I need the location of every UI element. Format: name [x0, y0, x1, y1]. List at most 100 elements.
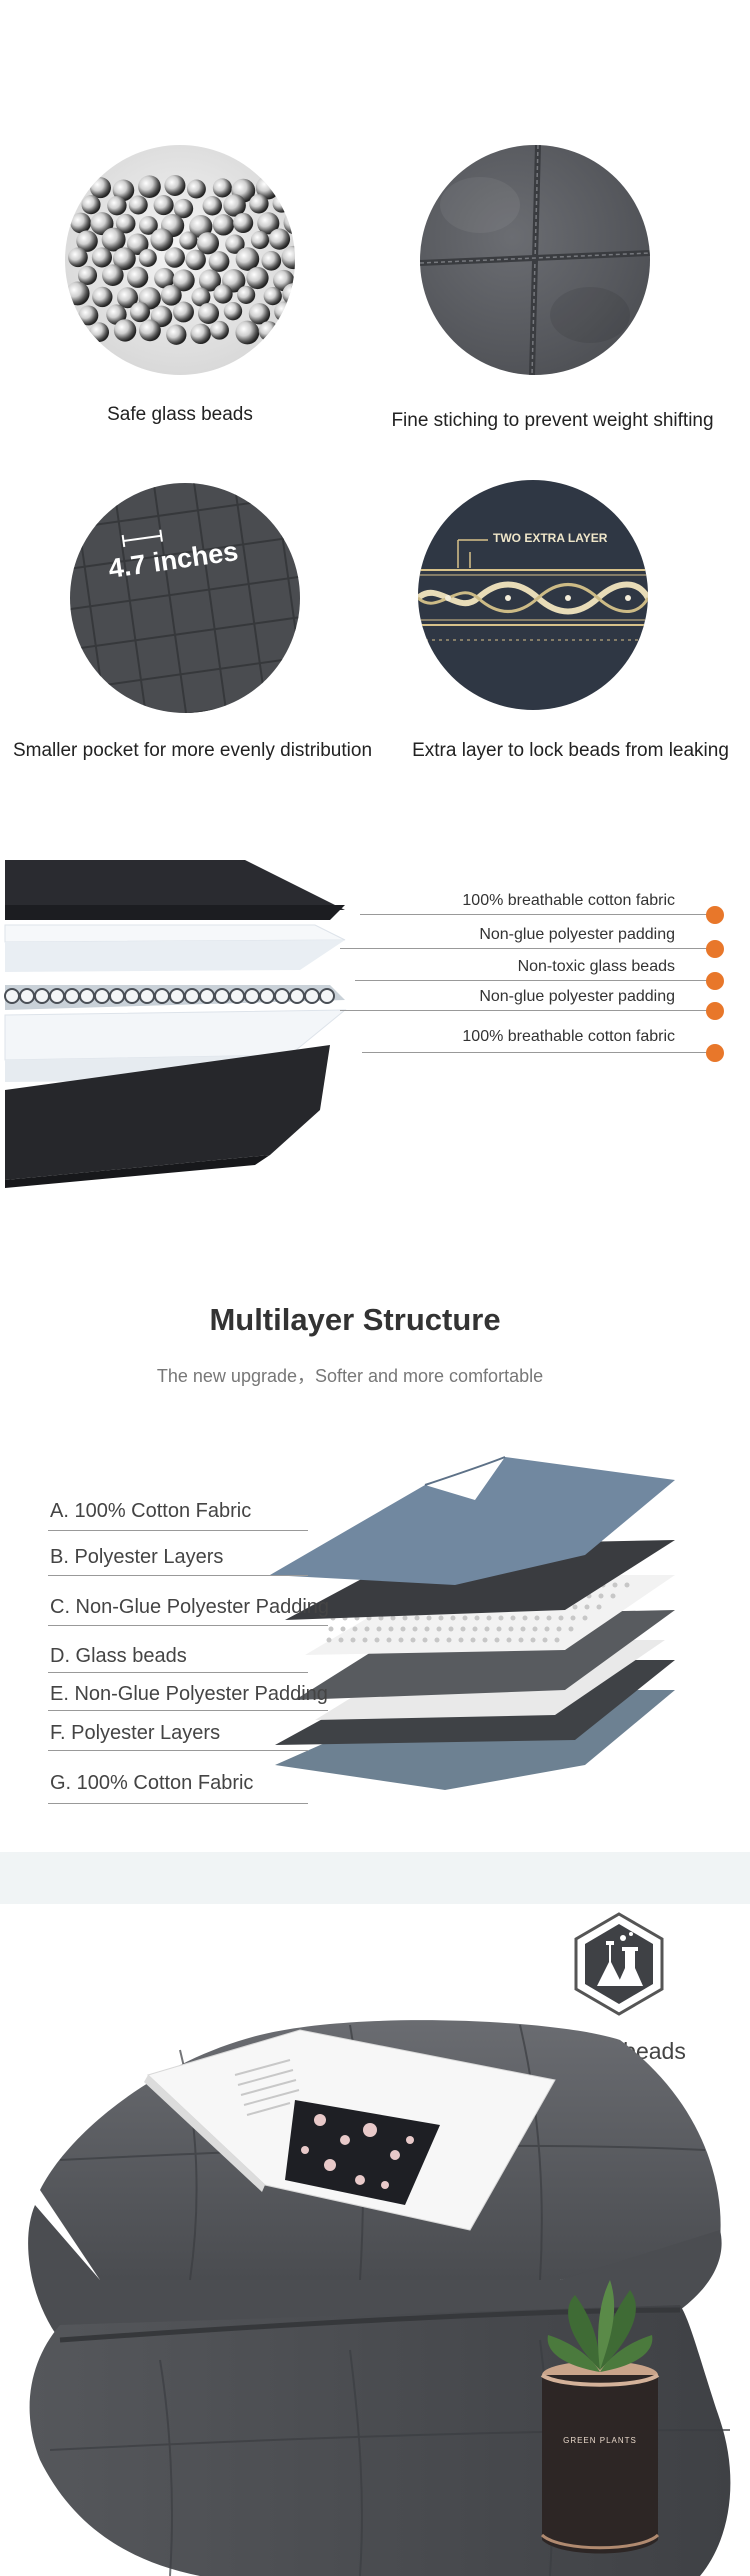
glass-bead: [173, 198, 194, 219]
glass-bead: [91, 247, 112, 268]
padding-dot: [422, 1637, 428, 1643]
padding-dot: [472, 1626, 478, 1632]
padding-dot: [328, 1626, 334, 1632]
padding-dot: [520, 1626, 526, 1632]
padding-dot: [386, 1637, 392, 1643]
layer-leader-line: [48, 1672, 308, 1673]
glass-bead: [154, 988, 170, 1004]
glass-bead: [212, 178, 232, 198]
stitching-icon: [420, 145, 650, 375]
section-title: Multilayer Structure: [209, 1302, 501, 1337]
padding-dot: [486, 1615, 492, 1621]
layer-label: F. Polyester Layers: [50, 1722, 221, 1744]
padding-dot: [584, 1604, 590, 1610]
padding-dot: [494, 1637, 500, 1643]
folded-blanket-photo: [28, 2020, 731, 2576]
glass-bead: [81, 195, 101, 215]
glass-bead: [89, 177, 111, 199]
padding-dot: [362, 1637, 368, 1643]
glass-bead: [138, 175, 161, 199]
quilt-grid-icon: [70, 483, 300, 713]
padding-dot: [450, 1615, 456, 1621]
padding-dot: [460, 1626, 466, 1632]
glass-bead: [257, 212, 280, 235]
padding-dot: [558, 1615, 564, 1621]
padding-dot: [498, 1615, 504, 1621]
glass-bead: [78, 305, 99, 326]
glass-bead: [172, 269, 195, 292]
glass-bead: [212, 214, 235, 236]
padding-dot: [530, 1637, 536, 1643]
padding-dot: [474, 1615, 480, 1621]
extra-layer-text: TWO EXTRA LAYER: [493, 531, 608, 545]
glass-bead: [186, 179, 206, 199]
feature-caption: Safe glass beads: [107, 404, 253, 425]
padding-dot: [546, 1615, 552, 1621]
glass-bead: [166, 324, 187, 345]
layer-marker-dot: [706, 972, 724, 990]
padding-dot: [424, 1626, 430, 1632]
glass-beads-photo: [65, 145, 295, 375]
padding-dot: [364, 1626, 370, 1632]
padding-dot: [400, 1626, 406, 1632]
glass-bead: [139, 988, 155, 1004]
glass-bead: [65, 281, 90, 306]
padding-dot: [518, 1637, 524, 1643]
glass-bead: [319, 988, 335, 1004]
exploded-layers-illustration: [4, 860, 347, 1188]
layer-label: B. Polyester Layers: [50, 1546, 224, 1568]
padding-dot: [388, 1626, 394, 1632]
layer-leader-line: [48, 1530, 308, 1531]
glass-bead: [233, 212, 254, 234]
glass-bead: [223, 194, 246, 217]
layer-leader-line: [48, 1710, 328, 1711]
padding-dot: [510, 1615, 516, 1621]
glass-bead: [272, 194, 291, 213]
padding-dot: [340, 1626, 346, 1632]
layer-label: 100% breathable cotton fabric: [462, 892, 675, 909]
glass-bead: [196, 232, 220, 255]
layer-marker-dot: [706, 1002, 724, 1020]
padding-dot: [568, 1626, 574, 1632]
glass-bead: [213, 284, 233, 304]
padding-dot: [596, 1604, 602, 1610]
layer-marker-dot: [706, 906, 724, 924]
layer-leader-line: [355, 980, 710, 981]
glass-bead: [281, 245, 295, 270]
glass-bead: [139, 319, 161, 342]
glass-bead: [112, 179, 135, 202]
padding-dot: [532, 1626, 538, 1632]
glass-bead: [127, 266, 149, 288]
padding-dot: [598, 1593, 604, 1599]
padding-dot: [610, 1593, 616, 1599]
glass-bead: [197, 302, 220, 324]
brochure: [144, 2029, 556, 2231]
glass-bead: [164, 247, 185, 268]
glass-bead: [191, 287, 211, 307]
padding-dot: [556, 1626, 562, 1632]
glass-bead: [153, 195, 174, 216]
glass-bead: [304, 988, 320, 1004]
padding-dot: [534, 1615, 540, 1621]
glass-bead: [101, 227, 126, 252]
glass-bead: [199, 988, 215, 1004]
layer-leader-line: [340, 948, 710, 949]
glass-bead: [150, 228, 174, 252]
glass-bead: [94, 988, 110, 1004]
padding-dot: [410, 1637, 416, 1643]
glass-bead: [64, 988, 80, 1004]
glass-bead: [281, 176, 295, 199]
glass-bead: [49, 988, 65, 1004]
plant-label: GREEN PLANTS: [563, 2436, 637, 2445]
padding-dot: [338, 1637, 344, 1643]
glass-bead: [281, 323, 295, 346]
padding-dot: [438, 1615, 444, 1621]
potted-plant: [540, 2280, 660, 2554]
layer-marker-dot: [706, 1044, 724, 1062]
glass-bead: [208, 251, 230, 272]
glass-bead: [263, 286, 282, 306]
layer-marker-dot: [706, 940, 724, 958]
layer-label: D. Glass beads: [50, 1645, 187, 1667]
glass-bead: [268, 228, 291, 250]
glass-bead: [139, 216, 158, 235]
